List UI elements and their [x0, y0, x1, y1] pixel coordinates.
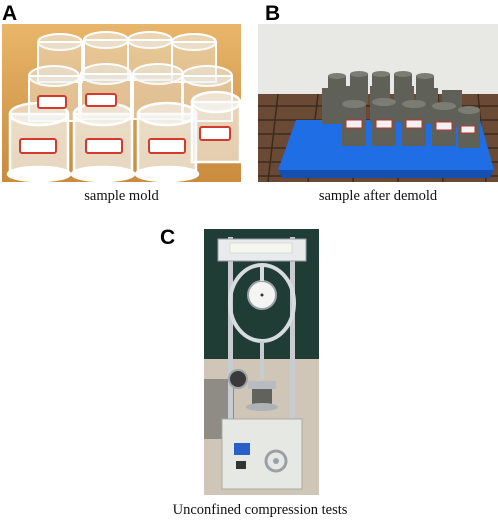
unconfined-compression-test-photo: [204, 229, 319, 495]
panel-letter-a: A: [2, 2, 18, 25]
panel-a-caption: sample mold: [84, 188, 159, 204]
sample-mold-photo: [2, 24, 241, 182]
panel-b-caption: sample after demold: [318, 188, 438, 204]
sample-after-demold-photo: [258, 24, 498, 182]
panel-c-caption: Unconfined compression tests: [172, 502, 348, 518]
panel-letter-b: B: [265, 2, 281, 25]
panel-letter-c: C: [160, 226, 176, 249]
